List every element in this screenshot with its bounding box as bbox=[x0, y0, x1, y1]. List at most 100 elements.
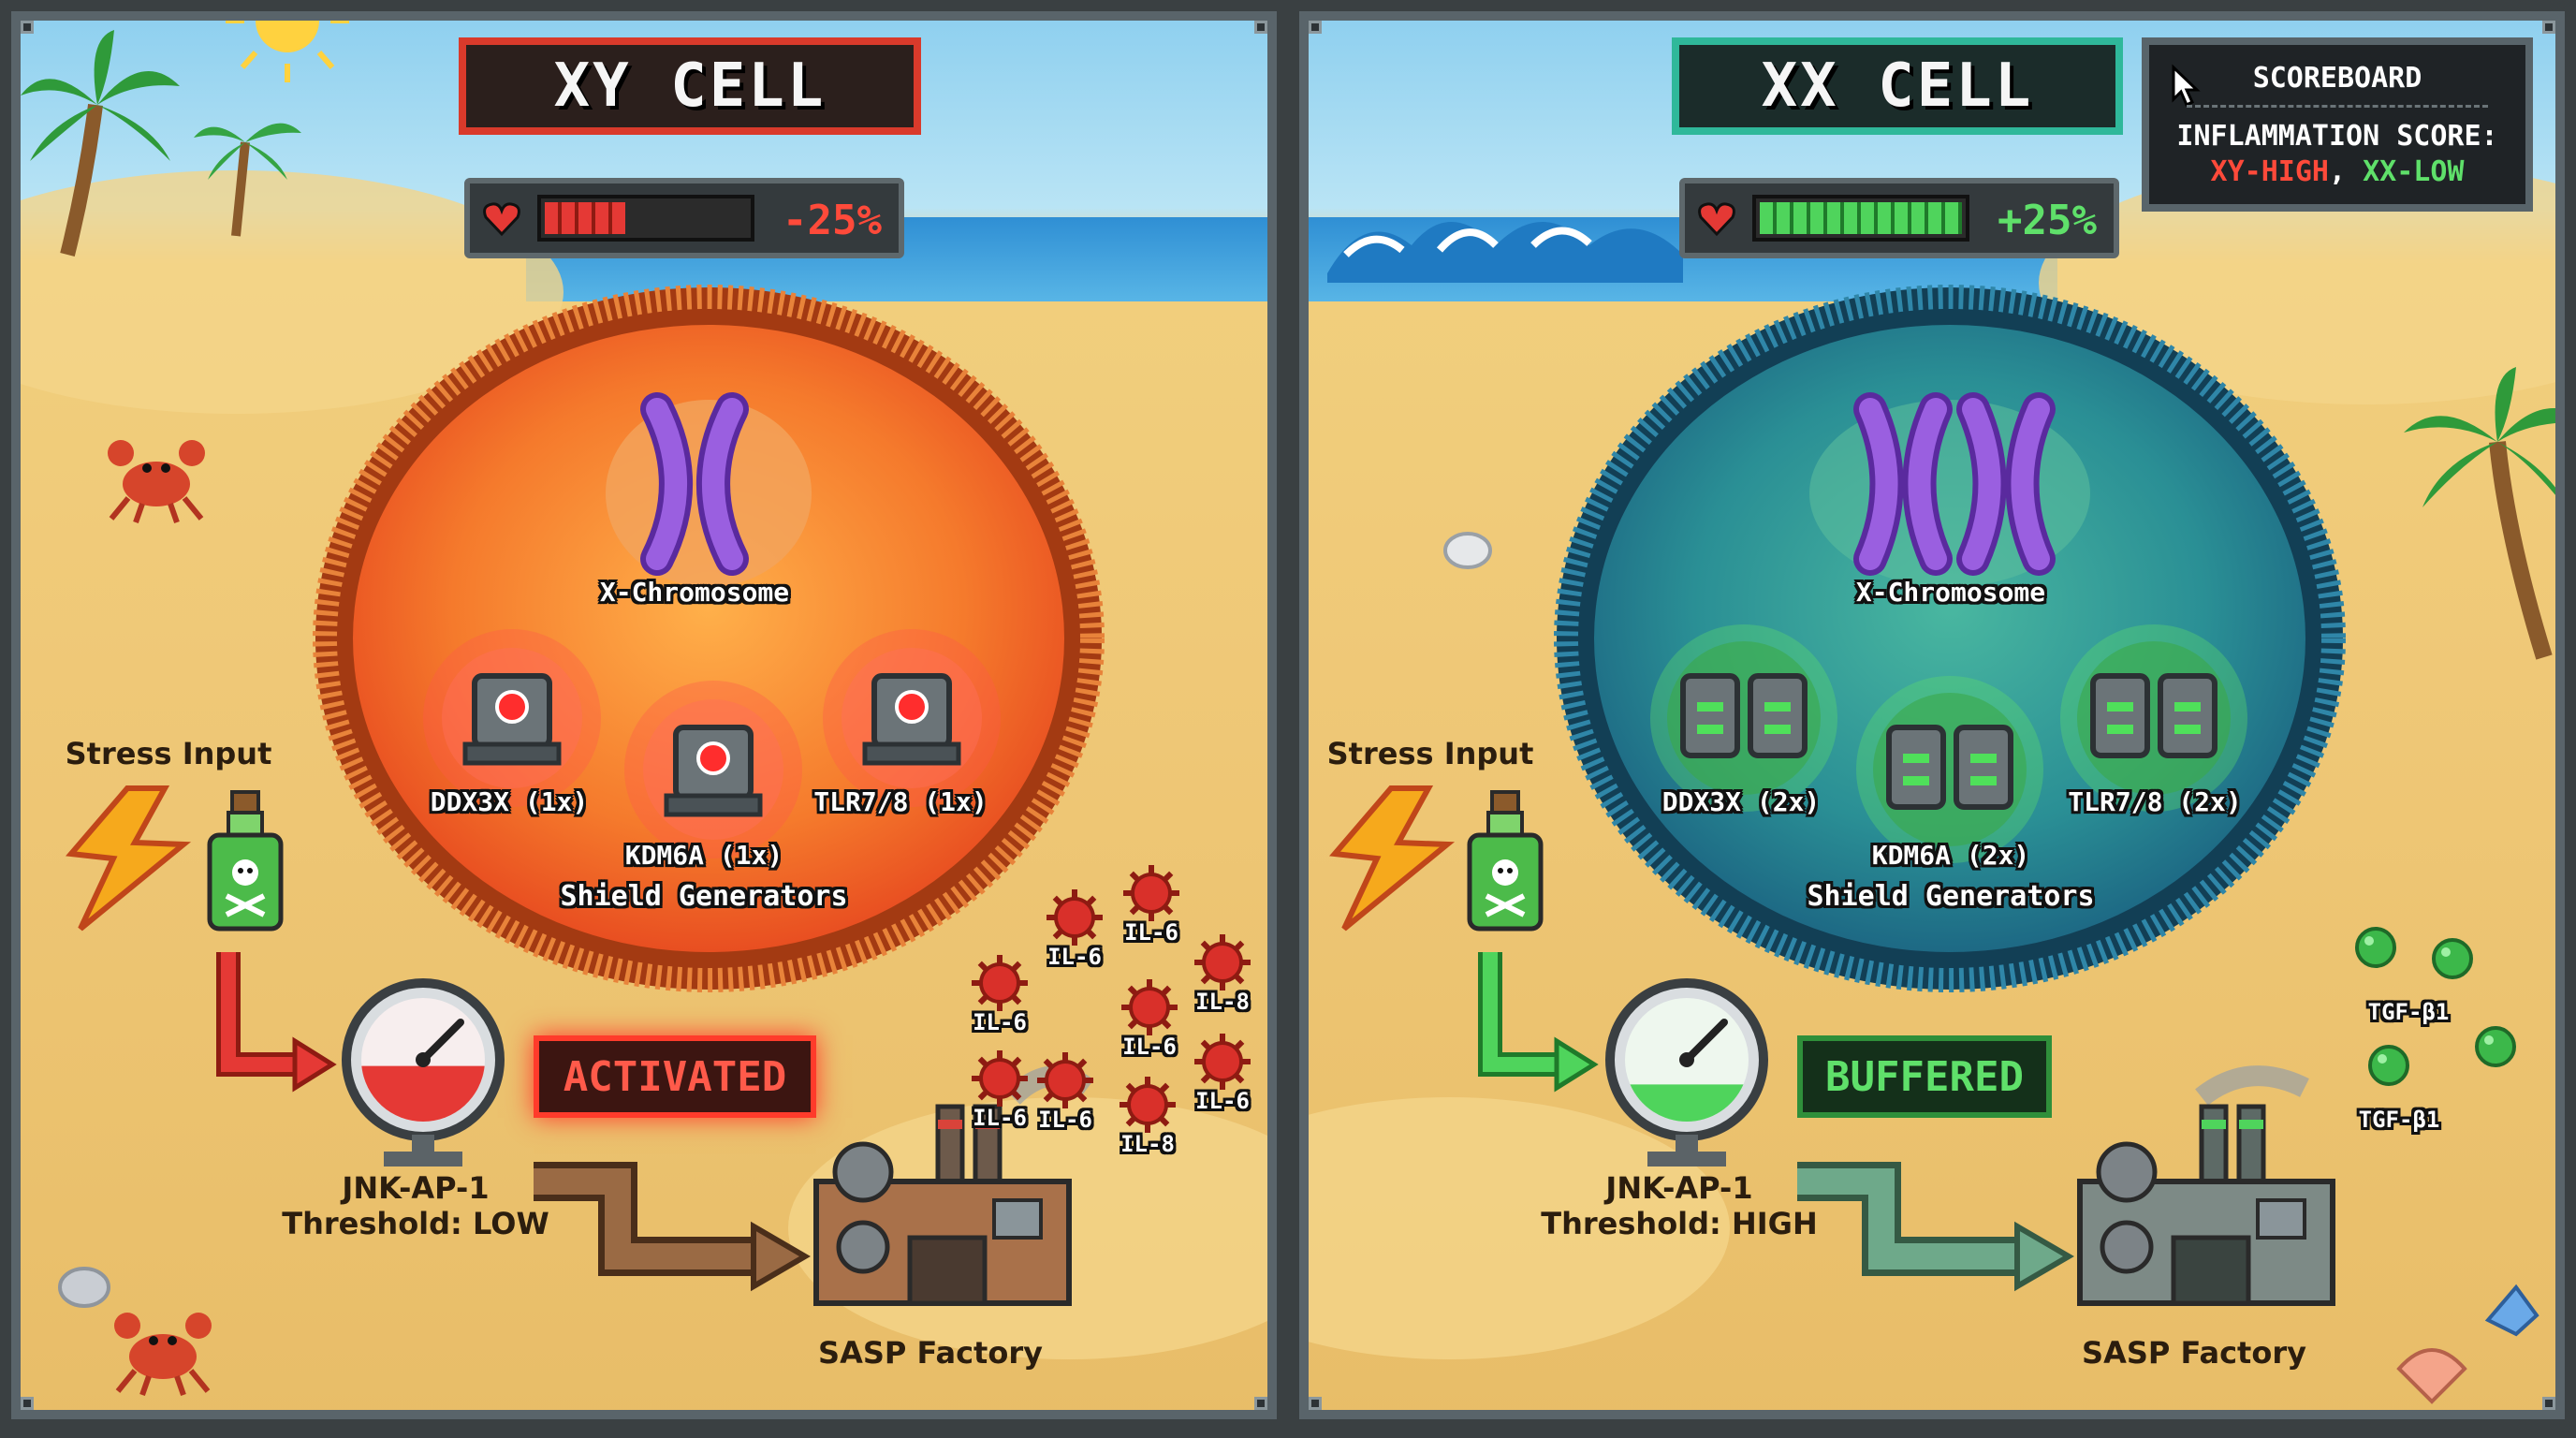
il-cytokine-icon bbox=[972, 1050, 1028, 1107]
sun-icon bbox=[226, 21, 349, 82]
xx-cell-panel: XX CELL +25% bbox=[1299, 11, 2565, 1419]
shields-caption: Shield Generators bbox=[560, 880, 848, 913]
score-separator: , bbox=[2328, 155, 2347, 188]
seashell-icon bbox=[2396, 1348, 2467, 1404]
status-badge: ACTIVATED bbox=[534, 1035, 816, 1118]
frame-rivet bbox=[1254, 1397, 1267, 1410]
shield-generator-icon bbox=[823, 629, 1001, 807]
stress-input-label: Stress Input bbox=[1326, 736, 1534, 771]
tgf-cytokine-icon bbox=[2475, 1026, 2516, 1067]
frame-rivet bbox=[2542, 1397, 2555, 1410]
frame-rivet bbox=[21, 21, 34, 34]
cytokine-label: TGF-β1 bbox=[2367, 999, 2450, 1025]
health-bar-track bbox=[537, 195, 754, 242]
pipe bbox=[534, 1162, 811, 1292]
lightning-icon bbox=[66, 785, 192, 932]
pressure-gauge-icon bbox=[342, 978, 505, 1167]
factory-label: SASP Factory bbox=[818, 1335, 1043, 1371]
lightning-icon bbox=[1329, 785, 1456, 932]
crab-icon bbox=[108, 440, 205, 523]
factory-label: SASP Factory bbox=[2082, 1335, 2306, 1371]
xy-cell-panel: XY CELL -25% X-Chromoso bbox=[11, 11, 1277, 1419]
cytokine-label: IL-6 bbox=[1047, 944, 1102, 970]
cytokine-label: IL-6 bbox=[1038, 1107, 1092, 1133]
chromosome-label: X-Chromosome bbox=[599, 577, 790, 608]
shields-caption: Shield Generators bbox=[1807, 880, 2095, 913]
cytokine-label: IL-6 bbox=[973, 1009, 1027, 1035]
cytokine-label: IL-6 bbox=[973, 1105, 1027, 1131]
cytokine-label: IL-6 bbox=[1122, 1034, 1177, 1060]
frame-rivet bbox=[2542, 21, 2555, 34]
health-bar-fill bbox=[545, 202, 626, 234]
il-cytokine-icon bbox=[1194, 1034, 1251, 1090]
xx-chromosome-icon bbox=[1853, 392, 2056, 576]
tgf-cytokine-icon bbox=[2432, 938, 2473, 979]
palm-tree-icon bbox=[194, 123, 301, 237]
gauge-label-line1: JNK-AP-1 bbox=[342, 1170, 490, 1206]
stress-input-label: Stress Input bbox=[65, 736, 272, 771]
health-bar: +25% bbox=[1679, 178, 2119, 258]
il-cytokine-icon bbox=[1037, 1052, 1093, 1108]
palm-tree-icon bbox=[2404, 367, 2555, 660]
seashell-icon bbox=[58, 1267, 110, 1308]
frame-rivet bbox=[1254, 21, 1267, 34]
pressure-gauge-icon bbox=[1605, 978, 1768, 1167]
flow-arrow bbox=[1478, 952, 1599, 1093]
il-cytokine-icon bbox=[1121, 979, 1178, 1035]
shield-label: DDX3X (2x) bbox=[1661, 786, 1821, 817]
cytokine-label: IL-6 bbox=[1195, 1088, 1250, 1114]
shield-label: DDX3X (1x) bbox=[430, 786, 589, 817]
inflammation-score-values: XY-HIGH, XX-LOW bbox=[2149, 155, 2525, 188]
cytokine-label: IL-8 bbox=[1195, 989, 1250, 1015]
health-value: -25% bbox=[783, 197, 882, 244]
shield-generator-icon bbox=[2060, 624, 2247, 812]
panel-title: XY CELL bbox=[459, 37, 921, 135]
health-bar-track bbox=[1752, 195, 1969, 242]
health-value: +25% bbox=[1998, 197, 2097, 244]
flow-arrow bbox=[216, 952, 337, 1093]
health-bar: -25% bbox=[464, 178, 904, 258]
poison-bottle-icon bbox=[207, 790, 284, 932]
xx-score: XX-LOW bbox=[2363, 155, 2465, 188]
shield-label: KDM6A (1x) bbox=[624, 840, 783, 871]
scoreboard-title: SCOREBOARD bbox=[2252, 62, 2422, 95]
gauge-label-line1: JNK-AP-1 bbox=[1605, 1170, 1753, 1206]
il-cytokine-icon bbox=[972, 955, 1028, 1011]
il-cytokine-icon bbox=[1120, 1077, 1176, 1133]
shield-generator-icon bbox=[1650, 624, 1837, 812]
scoreboard-panel: SCOREBOARD INFLAMMATION SCORE: XY-HIGH, … bbox=[2142, 37, 2533, 212]
xy-score: XY-HIGH bbox=[2210, 155, 2329, 188]
shield-generator-icon bbox=[423, 629, 601, 807]
tgf-cytokine-icon bbox=[2355, 927, 2396, 968]
x-chromosome-icon bbox=[640, 392, 749, 576]
palm-tree-icon bbox=[21, 30, 180, 257]
panel-title: XX CELL bbox=[1672, 37, 2123, 135]
shield-generator-icon bbox=[624, 681, 802, 858]
scoreboard-divider bbox=[2187, 105, 2488, 108]
heart-icon bbox=[483, 202, 520, 237]
chromosome-label: X-Chromosome bbox=[1855, 577, 2046, 608]
seashell-icon bbox=[1443, 532, 1492, 569]
frame-rivet bbox=[1309, 1397, 1322, 1410]
health-bar-fill bbox=[1760, 202, 1962, 234]
pipe bbox=[1797, 1162, 2074, 1292]
seashell-icon bbox=[2484, 1284, 2539, 1337]
heart-icon bbox=[1698, 202, 1735, 237]
inflammation-score-label: INFLAMMATION SCORE: bbox=[2176, 120, 2498, 153]
factory-icon bbox=[813, 1065, 1094, 1306]
cell-membrane bbox=[313, 285, 1105, 992]
tgf-cytokine-icon bbox=[2368, 1045, 2409, 1086]
shield-label: TLR7/8 (1x) bbox=[813, 786, 988, 817]
shield-label: TLR7/8 (2x) bbox=[2068, 786, 2242, 817]
wave-icon bbox=[1327, 222, 1683, 283]
il-cytokine-icon bbox=[1194, 934, 1251, 990]
gauge-label-line2: Threshold: LOW bbox=[282, 1206, 549, 1241]
shield-label: KDM6A (2x) bbox=[1871, 840, 2030, 871]
crab-icon bbox=[114, 1313, 212, 1396]
shield-generator-icon bbox=[1856, 676, 2043, 863]
gauge-label-line2: Threshold: HIGH bbox=[1541, 1206, 1818, 1241]
cytokine-label: IL-6 bbox=[1124, 919, 1178, 946]
cursor-icon bbox=[2172, 64, 2201, 108]
cytokine-label: IL-8 bbox=[1120, 1131, 1175, 1157]
